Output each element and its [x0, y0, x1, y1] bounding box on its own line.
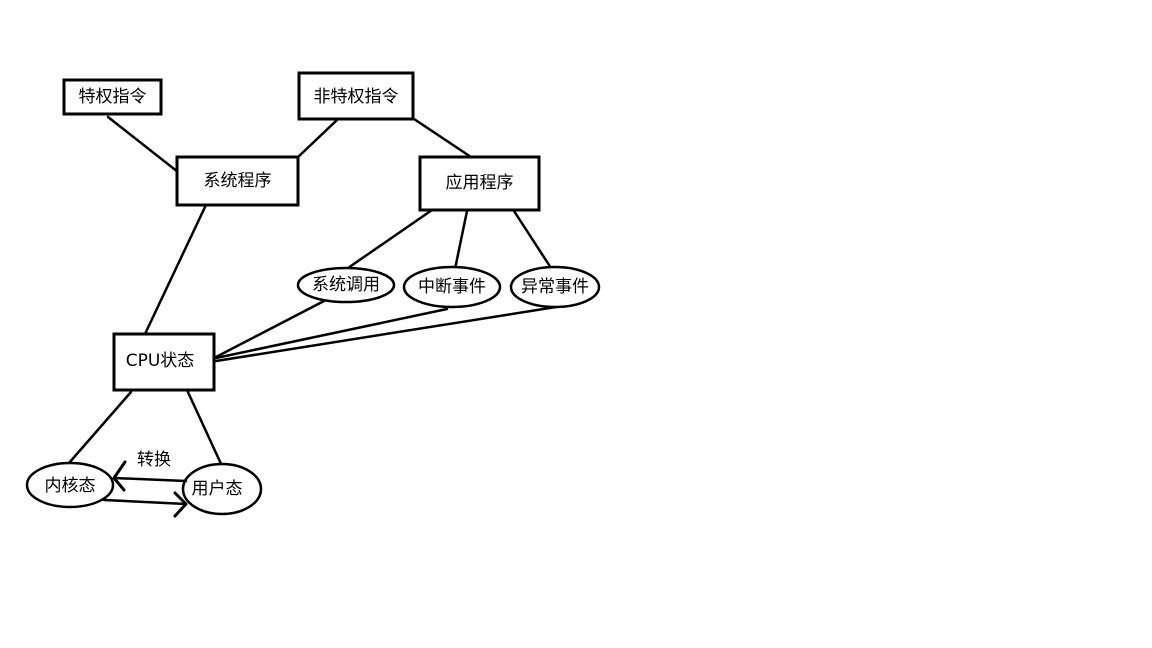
node-cpu-state: CPU状态: [112, 332, 216, 392]
switch-annotation: 转换: [137, 450, 171, 470]
arrow-user-to-kernel-line: [112, 476, 188, 483]
node-non-privileged-label: 非特权指令: [314, 87, 399, 107]
edge-interrupt-event-to-cpu-state: [214, 307, 449, 360]
node-privileged-instructions: 特权指令: [62, 78, 163, 116]
switch-arrows: [102, 460, 188, 518]
edges: [67, 115, 558, 468]
edge-application-to-system-call: [346, 208, 434, 270]
node-exception-event-label: 异常事件: [521, 277, 589, 297]
node-system-call: 系统调用: [296, 266, 396, 304]
node-application-program: 应用程序: [418, 155, 541, 212]
edge-system-call-to-cpu-state: [214, 299, 326, 359]
edge-application-to-exception-event: [512, 209, 553, 270]
node-non-privileged-instructions: 非特权指令: [297, 71, 415, 121]
edge-nonprivileged-to-application-program: [412, 117, 476, 161]
arrow-kernel-to-user-head: [173, 491, 188, 518]
arrow-user-to-kernel-head: [112, 460, 127, 492]
edge-privileged-to-system-program: [106, 115, 180, 174]
node-system-call-label: 系统调用: [312, 275, 380, 295]
node-kernel-mode-label: 内核态: [45, 476, 96, 496]
node-user-mode-label: 用户态: [192, 479, 243, 499]
node-interrupt-event: 中断事件: [402, 265, 502, 309]
edge-system-program-to-cpu-state: [143, 205, 207, 336]
node-privileged-label: 特权指令: [79, 87, 147, 107]
node-system-program-label: 系统程序: [204, 171, 272, 191]
node-kernel-mode: 内核态: [25, 461, 115, 509]
node-application-program-label: 应用程序: [446, 173, 514, 193]
edge-nonprivileged-to-system-program: [295, 118, 339, 160]
node-cpu-state-label: CPU状态: [126, 351, 195, 371]
edge-application-to-interrupt-event: [453, 209, 469, 271]
node-user-mode: 用户态: [181, 462, 263, 516]
edge-cpu-state-to-kernel-mode: [67, 390, 133, 465]
node-interrupt-event-label: 中断事件: [418, 277, 486, 297]
node-system-program: 系统程序: [175, 155, 300, 207]
node-exception-event: 异常事件: [509, 265, 601, 309]
edge-exception-event-to-cpu-state: [214, 305, 558, 363]
arrow-kernel-to-user-line: [102, 498, 188, 506]
edge-cpu-state-to-user-mode: [185, 388, 224, 468]
